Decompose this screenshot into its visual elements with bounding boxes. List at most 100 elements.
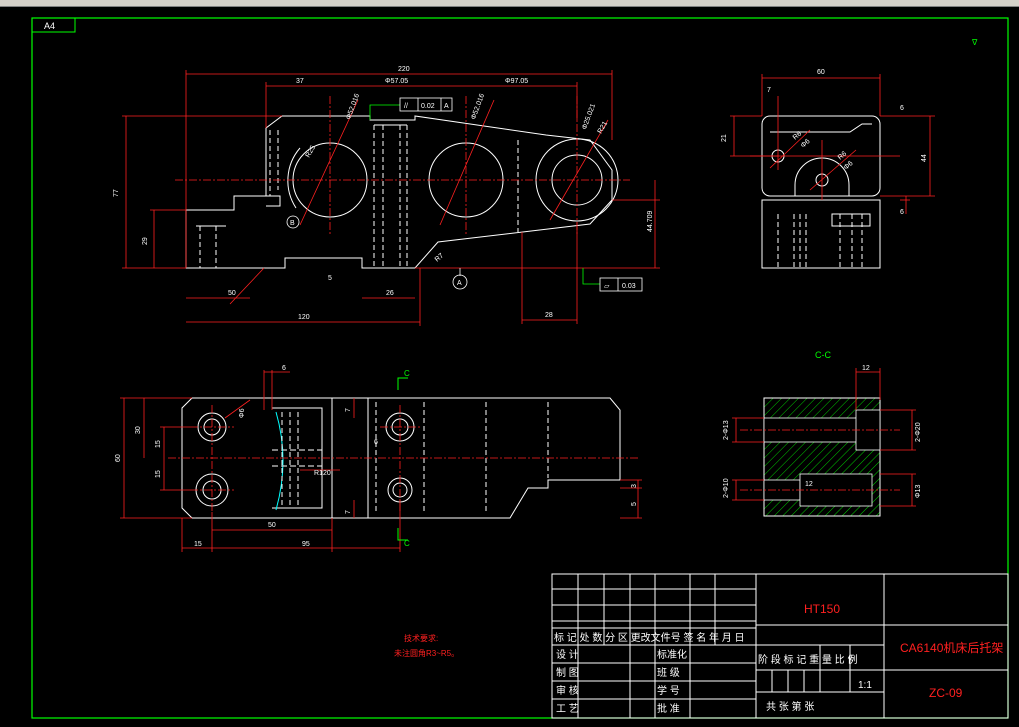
svg-text:44: 44 — [921, 154, 928, 162]
scale-value: 1:1 — [858, 680, 872, 691]
svg-text:120: 120 — [298, 314, 310, 321]
svg-text:50: 50 — [268, 522, 276, 529]
svg-text:44.709: 44.709 — [647, 210, 654, 232]
roughness-symbol: ∇ — [971, 38, 978, 47]
svg-text:R6: R6 — [792, 130, 803, 141]
svg-text:3: 3 — [631, 484, 638, 488]
section-mark-bottom: C — [404, 539, 410, 548]
svg-text:50: 50 — [228, 290, 236, 297]
svg-text:6: 6 — [282, 365, 286, 372]
top-dim-lines — [120, 370, 642, 552]
svg-text:5: 5 — [631, 502, 638, 506]
svg-text:0.02: 0.02 — [421, 103, 435, 110]
parallelism-frame: // 0.02 A — [369, 97, 453, 120]
svg-text:15: 15 — [194, 541, 202, 548]
section-cc-view: 12 2-Φ13 2-Φ20 2-Φ10 Φ13 12 — [723, 365, 922, 517]
svg-text://: // — [404, 103, 408, 110]
svg-text:▱: ▱ — [604, 283, 610, 290]
svg-text:Φ52.016: Φ52.016 — [345, 93, 361, 121]
svg-text:12: 12 — [862, 365, 870, 372]
side-view — [761, 115, 881, 269]
svg-text:Φ25.021: Φ25.021 — [581, 103, 597, 131]
svg-text:制 图: 制 图 — [556, 666, 579, 679]
svg-text:6: 6 — [374, 439, 378, 446]
side-dim-texts: 60 7 21 6 44 6 R6 Φ6 R6 Φ6 — [721, 69, 928, 216]
svg-text:12: 12 — [805, 481, 813, 488]
svg-text:R120: R120 — [314, 470, 331, 477]
svg-text:R7: R7 — [434, 252, 445, 263]
top-dim-texts: 6 30 15 60 15 Φ6 R120 7 7 6 3 5 50 15 95 — [115, 365, 638, 548]
window-toolbar-strip — [0, 0, 1019, 7]
svg-text:R6: R6 — [837, 150, 848, 161]
svg-text:Φ6: Φ6 — [239, 408, 246, 418]
svg-text:7: 7 — [345, 510, 352, 514]
svg-text:批 准: 批 准 — [657, 702, 680, 715]
svg-text:21: 21 — [721, 134, 728, 142]
technical-notes: 技术要求: 未注圆角R3~R5。 — [394, 633, 459, 658]
svg-text:B: B — [290, 220, 295, 227]
svg-text:工 艺: 工 艺 — [556, 703, 579, 715]
flatness-frame: ▱ 0.03 — [582, 268, 643, 292]
svg-text:60: 60 — [115, 454, 122, 462]
cad-drawing-canvas[interactable]: A4 ∇ — [0, 7, 1019, 727]
front-dim-lines — [122, 70, 660, 326]
svg-text:R21: R21 — [597, 120, 610, 135]
svg-text:Φ57.05: Φ57.05 — [385, 78, 408, 85]
svg-text:Φ13: Φ13 — [915, 485, 922, 498]
part-name: CA6140机床后托架 — [900, 641, 1003, 655]
size-tag-box — [31, 17, 76, 33]
svg-text:学 号: 学 号 — [657, 684, 680, 697]
section-c-markers — [397, 377, 408, 541]
svg-text:标准化: 标准化 — [657, 648, 687, 661]
svg-text:28: 28 — [545, 312, 553, 319]
stage-row: 阶 段 标 记 重 量 比 例 — [758, 653, 857, 666]
svg-text:26: 26 — [386, 290, 394, 297]
svg-text:7: 7 — [767, 87, 771, 94]
svg-text:95: 95 — [302, 541, 310, 548]
revision-header-row: 标 记 处 数 分 区 更改文件号 签 名 年 月 日 — [554, 631, 745, 644]
svg-text:技术要求:: 技术要求: — [404, 633, 438, 643]
svg-text:未注圆角R3~R5。: 未注圆角R3~R5。 — [394, 648, 459, 658]
svg-text:Φ97.05: Φ97.05 — [505, 78, 528, 85]
svg-text:7: 7 — [345, 408, 352, 412]
svg-text:15: 15 — [155, 470, 162, 478]
svg-text:Φ6: Φ6 — [800, 138, 812, 150]
svg-text:15: 15 — [155, 440, 162, 448]
svg-text:5: 5 — [328, 275, 332, 282]
svg-text:2-Φ13: 2-Φ13 — [723, 420, 730, 440]
svg-text:班 级: 班 级 — [657, 667, 680, 679]
side-dim-lines — [730, 74, 935, 214]
svg-text:2-Φ20: 2-Φ20 — [915, 422, 922, 442]
svg-text:220: 220 — [398, 66, 410, 73]
outer-border — [31, 17, 1009, 719]
material-label: HT150 — [804, 602, 840, 616]
drawing-number: ZC-09 — [929, 686, 963, 700]
label-b-marker: B — [286, 215, 300, 229]
svg-text:6: 6 — [900, 209, 904, 216]
front-centerlines — [175, 96, 630, 236]
svg-text:Φ52.016: Φ52.016 — [470, 93, 486, 121]
svg-text:2-Φ10: 2-Φ10 — [723, 478, 730, 498]
svg-text:60: 60 — [817, 69, 825, 76]
svg-text:6: 6 — [900, 105, 904, 112]
svg-text:审 核: 审 核 — [556, 684, 579, 697]
top-view — [181, 397, 621, 519]
svg-text:37: 37 — [296, 78, 304, 85]
datum-a-marker: A — [452, 268, 468, 290]
section-cc-label: C-C — [815, 350, 831, 360]
svg-text:A: A — [457, 280, 462, 287]
svg-text:77: 77 — [113, 189, 120, 197]
sheets-row: 共 张 第 张 — [766, 700, 814, 713]
svg-text:0.03: 0.03 — [622, 283, 636, 290]
sheet-size-label: A4 — [44, 21, 55, 31]
title-block-texts: HT150 CA6140机床后托架 ZC-09 1:1 标 记 处 数 分 区 … — [554, 602, 1003, 715]
svg-text:30: 30 — [135, 426, 142, 434]
svg-text:Φ6: Φ6 — [843, 160, 855, 172]
top-centerlines — [168, 405, 640, 512]
svg-text:29: 29 — [142, 237, 149, 245]
title-block — [551, 573, 1009, 719]
front-view — [185, 115, 619, 269]
section-mark-top: C — [404, 369, 410, 378]
svg-text:A: A — [444, 103, 449, 110]
svg-text:设 计: 设 计 — [556, 648, 579, 661]
